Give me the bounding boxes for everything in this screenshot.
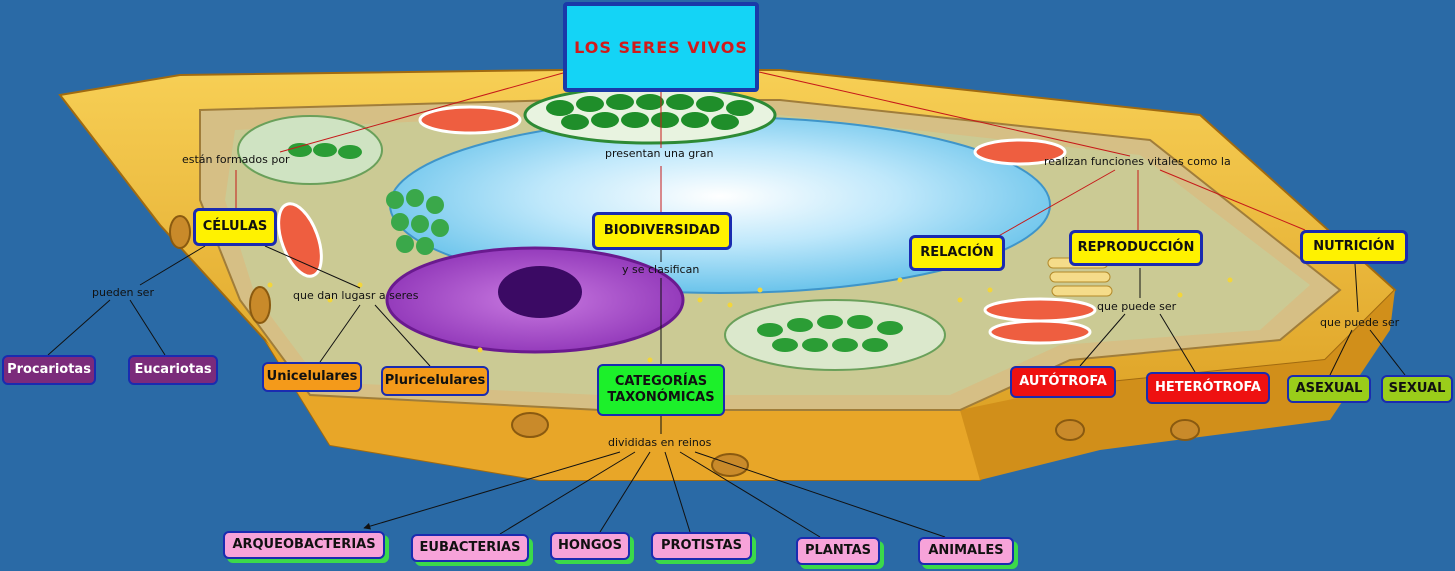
node-hongos[interactable]: HONGOS — [550, 532, 630, 560]
link-label-clasifican: y se clasifican — [622, 263, 700, 276]
node-heterotrofa[interactable]: HETERÓTROFA — [1146, 372, 1270, 404]
line-dan-unicelulares — [319, 304, 361, 363]
line-divididas-plantas — [679, 451, 821, 538]
link-label-divididas: divididas en reinos — [608, 436, 712, 449]
node-eucariotas[interactable]: Eucariotas — [128, 355, 218, 385]
line-pueden-procariotas — [47, 299, 111, 356]
line-puede-heterotrofa — [1159, 313, 1196, 373]
link-label-realizan: realizan funciones vitales como la — [1044, 155, 1231, 168]
line-title-formados — [279, 72, 564, 153]
line-divididas-arqueobacterias — [363, 451, 621, 530]
line-puede-sexual — [1369, 329, 1406, 376]
line-celulas-dan — [264, 245, 361, 289]
node-relacion[interactable]: RELACIÓN — [909, 235, 1005, 271]
node-protistas[interactable]: PROTISTAS — [651, 532, 752, 560]
node-eubacterias[interactable]: EUBACTERIAS — [411, 534, 529, 562]
line-dan-pluricelulares — [374, 304, 431, 367]
node-reproduccion[interactable]: REPRODUCCIÓN — [1069, 230, 1203, 266]
node-pluricelulares[interactable]: Pluricelulares — [381, 366, 489, 396]
line-divididas-protistas — [664, 451, 691, 533]
node-plantas[interactable]: PLANTAS — [796, 537, 880, 565]
node-unicelulares[interactable]: Unicelulares — [262, 362, 362, 392]
line-realizan-relacion — [994, 169, 1116, 239]
node-categorias[interactable]: CATEGORÍAS TAXONÓMICAS — [597, 364, 725, 416]
link-label-puede-repro: que puede ser — [1097, 300, 1177, 313]
line-celulas-pueden — [139, 245, 206, 286]
line-realizan-nutricion — [1159, 169, 1306, 231]
link-label-dan: que dan lugasr a seres — [293, 289, 419, 302]
node-animales[interactable]: ANIMALES — [918, 537, 1014, 565]
line-divididas-eubacterias — [499, 451, 636, 535]
link-label-pueden: pueden ser — [92, 286, 154, 299]
node-procariotas[interactable]: Procariotas — [2, 355, 96, 385]
node-autotrofa[interactable]: AUTÓTROFA — [1010, 366, 1116, 398]
link-label-puede-nutri: que puede ser — [1320, 316, 1400, 329]
node-biodiversidad[interactable]: BIODIVERSIDAD — [592, 212, 732, 250]
line-divididas-hongos — [599, 451, 651, 533]
line-puede-asexual — [1329, 329, 1353, 376]
title-node[interactable]: LOS SERES VIVOS — [563, 2, 759, 92]
link-label-presentan: presentan una gran — [605, 147, 714, 160]
line-pueden-eucariotas — [129, 299, 166, 356]
node-arqueobacterias[interactable]: ARQUEOBACTERIAS — [223, 531, 385, 559]
line-divididas-animales — [694, 451, 946, 538]
node-nutricion[interactable]: NUTRICIÓN — [1300, 230, 1408, 264]
link-label-formados: están formados por — [182, 153, 290, 166]
node-asexual[interactable]: ASEXUAL — [1287, 375, 1371, 403]
line-nutricion-puede — [1354, 263, 1359, 313]
line-puede-autotrofa — [1079, 313, 1126, 367]
line-title-realizan — [758, 71, 1131, 157]
node-sexual[interactable]: SEXUAL — [1381, 375, 1453, 403]
node-celulas[interactable]: CÉLULAS — [193, 208, 277, 246]
